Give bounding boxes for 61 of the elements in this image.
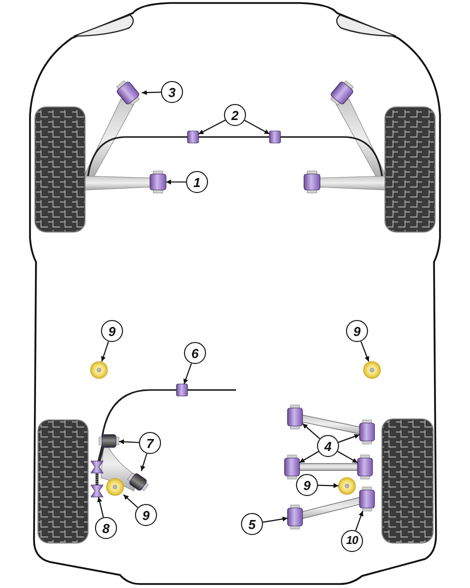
leader-line [302, 423, 320, 440]
bushing [150, 170, 166, 194]
round-bushing [338, 477, 356, 495]
callout-number: 9 [353, 324, 361, 338]
callout-circle [95, 517, 117, 539]
callout-number: 3 [168, 86, 176, 98]
callout-circle [186, 171, 208, 193]
callout-circle [341, 530, 363, 552]
leader-line [118, 439, 140, 444]
leader-line [198, 120, 226, 135]
leader-line [244, 120, 270, 134]
callout-number: 5 [248, 518, 256, 530]
bushing [90, 484, 104, 498]
leader-line [183, 363, 192, 384]
callout-circle [139, 432, 161, 454]
leader-line [299, 451, 319, 464]
leader-line [338, 434, 360, 443]
bushing [284, 454, 300, 480]
bushing [176, 384, 188, 396]
callout-circle [296, 474, 318, 496]
leader-line [140, 453, 148, 472]
callout-number: 9 [108, 324, 116, 338]
bushing [98, 434, 120, 448]
callout-circle [161, 81, 183, 103]
leader-line [97, 496, 104, 518]
callout-number: 8 [102, 522, 110, 534]
round-bushing [90, 361, 108, 379]
leader-line [123, 494, 138, 508]
callout-circle [184, 342, 206, 364]
callout-circle [317, 435, 339, 457]
callout-number: 2 [231, 108, 239, 122]
leader-line [355, 510, 364, 531]
bushing [187, 130, 199, 144]
callout-circle [224, 104, 246, 126]
callout-number: 1 [193, 176, 201, 188]
callout-number: 4 [324, 440, 332, 452]
bushing [287, 404, 303, 430]
leader-line [262, 516, 288, 523]
leader-line [101, 341, 110, 362]
callout-number: 7 [146, 436, 154, 450]
bushing [359, 420, 375, 444]
bushing [359, 486, 375, 512]
leader-line [337, 450, 358, 464]
callout-circle [346, 320, 368, 342]
callout-number: 9 [142, 508, 150, 522]
leader-line [142, 90, 162, 96]
callout-circle [135, 504, 157, 526]
bushing [287, 504, 303, 530]
callout-number: 9 [303, 478, 311, 492]
callout-number: 6 [191, 346, 199, 360]
leader-line [360, 341, 370, 362]
bushing [357, 454, 373, 480]
bushing [269, 130, 281, 144]
leader-line [318, 483, 339, 488]
round-bushing [106, 478, 124, 496]
leader-line [166, 180, 186, 184]
callout-number: 10 [346, 534, 358, 548]
callout-circle [101, 320, 123, 342]
callout-circle [241, 513, 263, 535]
round-bushing [363, 361, 381, 379]
bushing [127, 472, 149, 492]
